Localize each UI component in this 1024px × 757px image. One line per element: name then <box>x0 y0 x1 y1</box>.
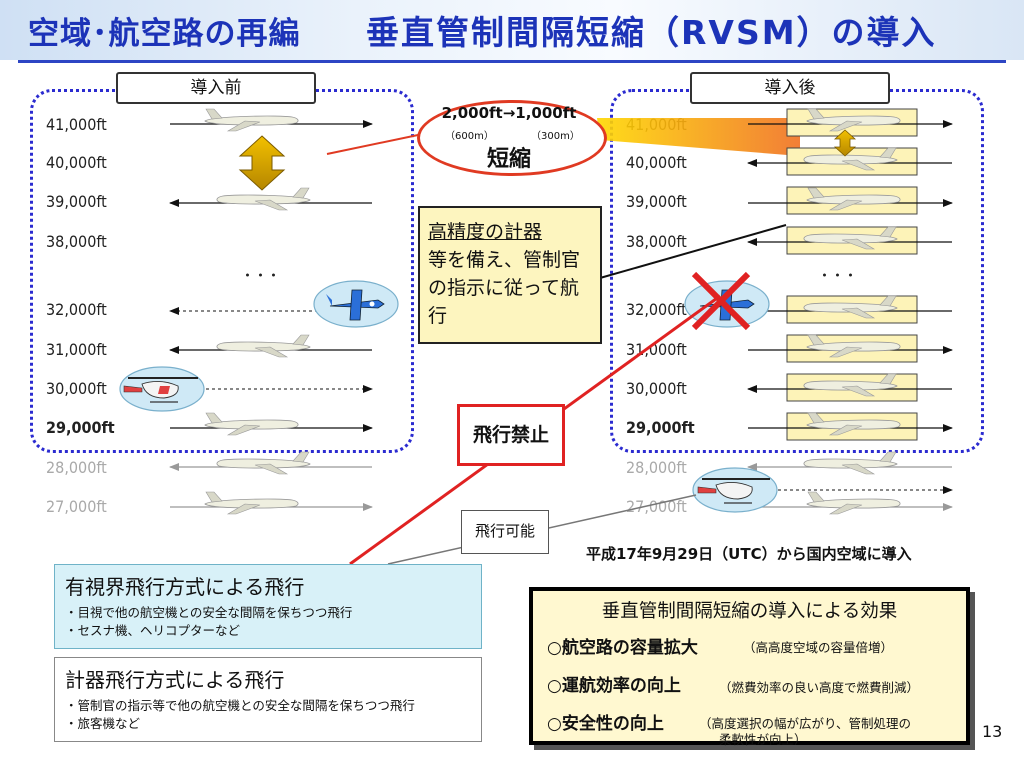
passenger-jet-icon <box>204 108 299 132</box>
alt-before-29000: 29,000ft <box>46 418 115 437</box>
alt-before-32000: 32,000ft <box>46 300 107 319</box>
passenger-jet-icon <box>216 334 311 358</box>
vfr-item: ・目視で他の航空機との安全な間隔を保ちつつ飛行 <box>65 605 353 620</box>
effect-item: ○安全性の向上 （高度選択の幅が広がり、管制処理の 柔軟性が向上） <box>547 709 952 747</box>
passenger-jet-icon <box>806 491 901 515</box>
vfr-item: ・セスナ機、ヘリコプターなど <box>65 623 241 638</box>
pointer-line-left <box>326 134 419 155</box>
passenger-jet-icon <box>204 491 299 515</box>
alt-after-29000: 29,000ft <box>626 418 695 437</box>
effect-note: （燃費効率の良い高度で燃費削減） <box>719 680 920 695</box>
effect-item: ○航空路の容量拡大 （高高度空域の容量倍増） <box>547 633 952 671</box>
separation-ellipse <box>417 100 607 176</box>
highlight-beam <box>597 118 800 156</box>
double-arrow-icon <box>238 135 286 191</box>
effect-item: ○運航効率の向上 （燃費効率の良い高度で燃費削減） <box>547 671 952 709</box>
before-label: 導入前 <box>116 72 316 104</box>
alt-before-31000: 31,000ft <box>46 340 107 359</box>
header-rule <box>18 60 1006 63</box>
passenger-jet-icon <box>216 451 311 475</box>
ifr-item: ・管制官の指示等で他の航空機との安全な間隔を保ちつつ飛行 <box>65 698 415 713</box>
instrument-callout-text: 等を備え、管制官の指示に従って航行 <box>428 249 581 327</box>
separation-label: 短縮 <box>486 147 531 172</box>
page-title: 垂直管制間隔短縮（RVSM）の導入 <box>366 13 937 52</box>
ellipsis-after: ･･･ <box>820 266 859 287</box>
alt-before-28000: 28,000ft <box>46 458 107 477</box>
instrument-callout: 高精度の計器 等を備え、管制官の指示に従って航行 <box>418 206 602 344</box>
separation-change: 2,000ft→1,000ft <box>441 104 577 122</box>
effect-note-cont: 柔軟性が向上） <box>719 732 807 747</box>
allowed-label: 飛行可能 <box>461 510 549 554</box>
passenger-jet-icon <box>216 187 311 211</box>
helicopter-icon <box>119 366 205 412</box>
passenger-jet-icon <box>204 412 299 436</box>
alt-before-39000: 39,000ft <box>46 192 107 211</box>
effects-box: 垂直管制間隔短縮の導入による効果 ○航空路の容量拡大 （高高度空域の容量倍増） … <box>529 587 970 747</box>
after-label: 導入後 <box>690 72 890 104</box>
alt-before-27000: 27,000ft <box>46 497 107 516</box>
alt-after-32000: 32,000ft <box>626 300 687 319</box>
alt-after-28000: 28,000ft <box>626 458 687 477</box>
alt-before-41000: 41,000ft <box>46 115 107 134</box>
double-arrow-icon <box>833 129 857 157</box>
effect-main: ○安全性の向上 <box>547 714 664 734</box>
effects-title: 垂直管制間隔短縮の導入による効果 <box>601 601 898 622</box>
vfr-title: 有視界飛行方式による飛行 <box>65 575 305 599</box>
effect-note: （高高度空域の容量倍増） <box>743 640 894 655</box>
separation-from-m: （600m） <box>445 131 494 142</box>
introduction-date-note: 平成17年9月29日（UTC）から国内空域に導入 <box>586 545 912 563</box>
instrument-callout-heading: 高精度の計器 <box>428 221 543 243</box>
ifr-box: 計器飛行方式による飛行 ・管制官の指示等で他の航空機との安全な間隔を保ちつつ飛行… <box>54 657 482 742</box>
vfr-box: 有視界飛行方式による飛行 ・目視で他の航空機との安全な間隔を保ちつつ飛行 ・セス… <box>54 564 482 649</box>
alt-before-38000: 38,000ft <box>46 232 107 251</box>
separation-to-m: （300m） <box>531 131 580 142</box>
passenger-jet-icon <box>803 451 898 475</box>
instrument-pointer-line <box>599 224 787 279</box>
alt-after-27000: 27,000ft <box>626 497 687 516</box>
small-plane-icon <box>313 280 399 328</box>
alt-after-39000: 39,000ft <box>626 192 687 211</box>
ifr-title: 計器飛行方式による飛行 <box>65 668 285 692</box>
page-number: 13 <box>982 722 1003 741</box>
helicopter-icon <box>692 467 778 513</box>
alt-after-40000: 40,000ft <box>626 153 687 172</box>
section-title: 空域･航空路の再編 <box>28 16 301 52</box>
alt-before-40000: 40,000ft <box>46 153 107 172</box>
alt-after-38000: 38,000ft <box>626 232 687 251</box>
ifr-item: ・旅客機など <box>65 716 141 731</box>
effect-main: ○運航効率の向上 <box>547 676 681 696</box>
ellipsis-before: ･･･ <box>243 266 282 287</box>
cross-icon <box>691 271 751 331</box>
header-bar <box>0 0 1024 60</box>
effect-note: （高度選択の幅が広がり、管制処理の <box>699 716 912 731</box>
effect-main: ○航空路の容量拡大 <box>547 638 698 658</box>
alt-before-30000: 30,000ft <box>46 379 107 398</box>
alt-after-30000: 30,000ft <box>626 379 687 398</box>
prohibited-label: 飛行禁止 <box>457 404 565 466</box>
